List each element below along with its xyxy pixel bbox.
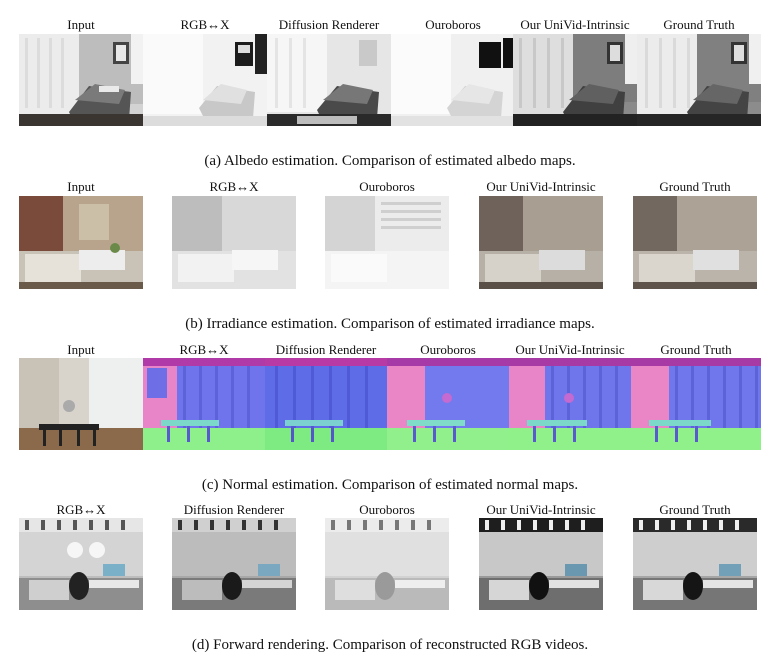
albedo-header-gt: Ground Truth (663, 17, 735, 32)
normal-header-ours: Our UniVid-Intrinsic (515, 342, 625, 357)
normal-rgbx-image (143, 358, 265, 450)
albedo-rgbx-image (143, 34, 267, 126)
albedo-diffusion-image (267, 34, 391, 126)
albedo-ouroboros-image (391, 34, 515, 126)
forward-caption: (d) Forward rendering. Comparison of rec… (191, 637, 589, 653)
irradiance-ouroboros-image (325, 196, 449, 289)
forward-diffusion-image (172, 518, 296, 610)
normal-header-ouroboros: Ouroboros (420, 342, 476, 357)
forward-header-ouroboros: Ouroboros (359, 502, 415, 517)
forward-header-gt: Ground Truth (659, 502, 731, 517)
normal-ouroboros-image (387, 358, 509, 450)
normal-ours-image (509, 358, 631, 450)
albedo-ours-image (513, 34, 637, 126)
irradiance-header-ouroboros: Ouroboros (359, 179, 415, 194)
albedo-gt-image (637, 34, 761, 126)
irradiance-header-ours: Our UniVid-Intrinsic (486, 179, 596, 194)
normal-header-gt: Ground Truth (660, 342, 732, 357)
irradiance-gt-image (633, 196, 757, 289)
irradiance-header-gt: Ground Truth (659, 179, 731, 194)
irradiance-header-input: Input (67, 179, 95, 194)
normal-caption: (c) Normal estimation. Comparison of est… (201, 477, 579, 493)
forward-ouroboros-image (325, 518, 449, 610)
irradiance-header-rgbx: RGB↔X (209, 179, 259, 194)
irradiance-input-image (19, 196, 143, 289)
irradiance-caption: (b) Irradiance estimation. Comparison of… (185, 316, 595, 332)
forward-ours-image (479, 518, 603, 610)
forward-rgbx-image (19, 518, 143, 610)
albedo-header-ours: Our UniVid-Intrinsic (520, 17, 630, 32)
irradiance-rgbx-image (172, 196, 296, 289)
albedo-header-ouroboros: Ouroboros (425, 17, 481, 32)
albedo-header-rgbx: RGB↔X (180, 17, 230, 32)
forward-header-ours: Our UniVid-Intrinsic (486, 502, 596, 517)
forward-gt-image (633, 518, 757, 610)
normal-gt-image (631, 358, 761, 450)
albedo-header-diffusion: Diffusion Renderer (278, 17, 380, 32)
albedo-caption: (a) Albedo estimation. Comparison of est… (204, 153, 576, 169)
albedo-input-image (19, 34, 143, 126)
normal-diffusion-image (265, 358, 387, 450)
normal-header-input: Input (67, 342, 95, 357)
normal-header-diffusion: Diffusion Renderer (275, 342, 377, 357)
irradiance-ours-image (479, 196, 603, 289)
forward-header-rgbx: RGB↔X (56, 502, 106, 517)
normal-header-rgbx: RGB↔X (179, 342, 229, 357)
albedo-header-input: Input (67, 17, 95, 32)
normal-input-image (19, 358, 143, 450)
forward-header-diffusion: Diffusion Renderer (183, 502, 285, 517)
